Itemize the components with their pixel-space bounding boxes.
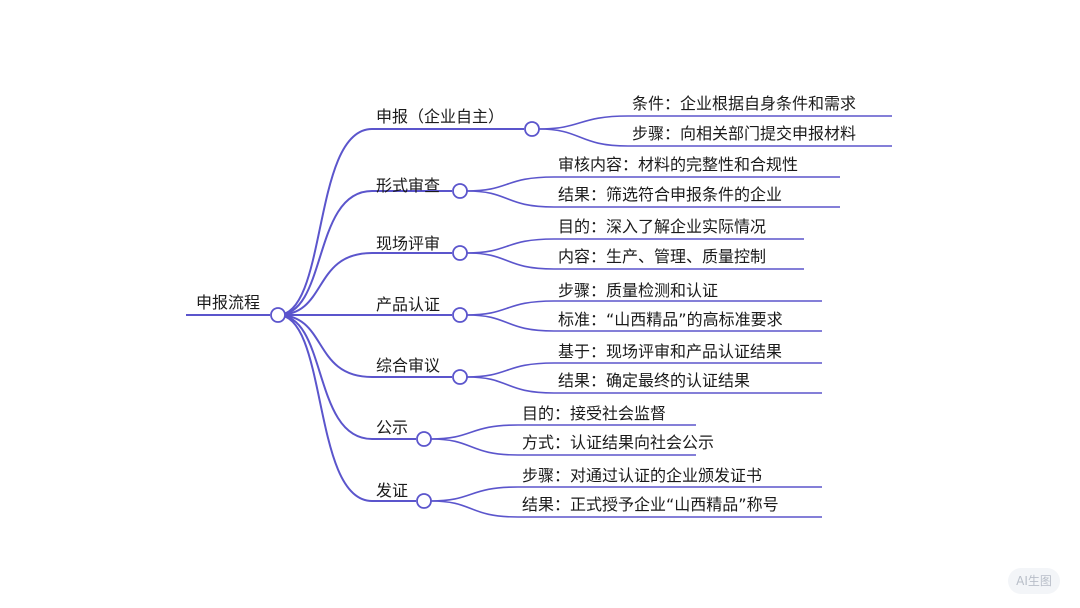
connector-certificate-leaf-2 bbox=[430, 500, 519, 518]
branch-label-product-cert: 产品认证 bbox=[376, 295, 441, 314]
connector-apply-leaf-1 bbox=[538, 115, 629, 130]
leaf-label-product-step: 步骤：质量检测和认证 bbox=[558, 281, 719, 300]
connector-root-apply bbox=[277, 128, 373, 316]
connector-onsite-review-leaf-2 bbox=[466, 252, 555, 270]
connector-formal-review-leaf-2 bbox=[466, 190, 555, 208]
leaf-label-publicity-method: 方式：认证结果向社会公示 bbox=[522, 433, 715, 452]
ai-generated-badge: AI生图 bbox=[1008, 568, 1060, 594]
connector-apply-leaf-2 bbox=[538, 128, 629, 147]
branch-node-certificate[interactable] bbox=[416, 493, 432, 509]
leaf-label-apply-step: 步骤：向相关部门提交申报材料 bbox=[632, 124, 857, 143]
connector-deliberation-leaf-2 bbox=[466, 376, 555, 394]
leaf-label-formal-result: 结果：筛选符合申报条件的企业 bbox=[558, 185, 783, 204]
leaf-label-certificate-step: 步骤：对通过认证的企业颁发证书 bbox=[522, 466, 763, 485]
branch-node-formal-review[interactable] bbox=[452, 183, 468, 199]
connector-root-certificate bbox=[277, 314, 373, 502]
leaf-label-onsite-purpose: 目的：深入了解企业实际情况 bbox=[558, 217, 767, 236]
branch-node-product-cert[interactable] bbox=[452, 307, 468, 323]
branch-label-certificate: 发证 bbox=[376, 481, 409, 500]
branch-label-formal-review: 形式审查 bbox=[376, 176, 441, 195]
branch-node-onsite-review[interactable] bbox=[452, 245, 468, 261]
branch-node-apply[interactable] bbox=[524, 121, 540, 137]
leaf-label-formal-content: 审核内容：材料的完整性和合规性 bbox=[558, 155, 799, 174]
connector-formal-review-leaf-1 bbox=[466, 176, 555, 192]
root-label: 申报流程 bbox=[196, 293, 261, 312]
connector-onsite-review-leaf-1 bbox=[466, 238, 555, 254]
connector-root-onsite-review bbox=[277, 252, 373, 316]
leaf-label-apply-condition: 条件：企业根据自身条件和需求 bbox=[632, 94, 857, 113]
leaf-label-onsite-content: 内容：生产、管理、质量控制 bbox=[558, 247, 767, 266]
connector-publicity-leaf-2 bbox=[430, 438, 519, 456]
connector-root-deliberation bbox=[277, 314, 373, 378]
leaf-label-deliberation-result: 结果：确定最终的认证结果 bbox=[558, 371, 751, 390]
branch-node-deliberation[interactable] bbox=[452, 369, 468, 385]
branch-label-onsite-review: 现场评审 bbox=[376, 234, 441, 253]
branch-label-apply: 申报（企业自主） bbox=[376, 107, 505, 126]
leaf-label-publicity-purpose: 目的：接受社会监督 bbox=[522, 404, 667, 423]
connector-publicity-leaf-1 bbox=[430, 424, 519, 440]
connector-deliberation-leaf-1 bbox=[466, 362, 555, 378]
connector-root-formal-review bbox=[277, 190, 373, 316]
leaf-label-deliberation-basis: 基于：现场评审和产品认证结果 bbox=[558, 342, 783, 361]
branch-label-publicity: 公示 bbox=[376, 418, 409, 437]
connector-certificate-leaf-1 bbox=[430, 486, 519, 502]
root-node[interactable] bbox=[270, 307, 286, 323]
branch-node-publicity[interactable] bbox=[416, 431, 432, 447]
leaf-label-certificate-result: 结果：正式授予企业“山西精品”称号 bbox=[522, 495, 779, 514]
connector-product-cert-leaf-2 bbox=[466, 314, 555, 332]
leaf-label-product-standard: 标准：“山西精品”的高标准要求 bbox=[558, 310, 783, 329]
connector-product-cert-leaf-1 bbox=[466, 300, 555, 316]
connector-root-publicity bbox=[277, 314, 373, 440]
branch-label-deliberation: 综合审议 bbox=[376, 356, 441, 375]
